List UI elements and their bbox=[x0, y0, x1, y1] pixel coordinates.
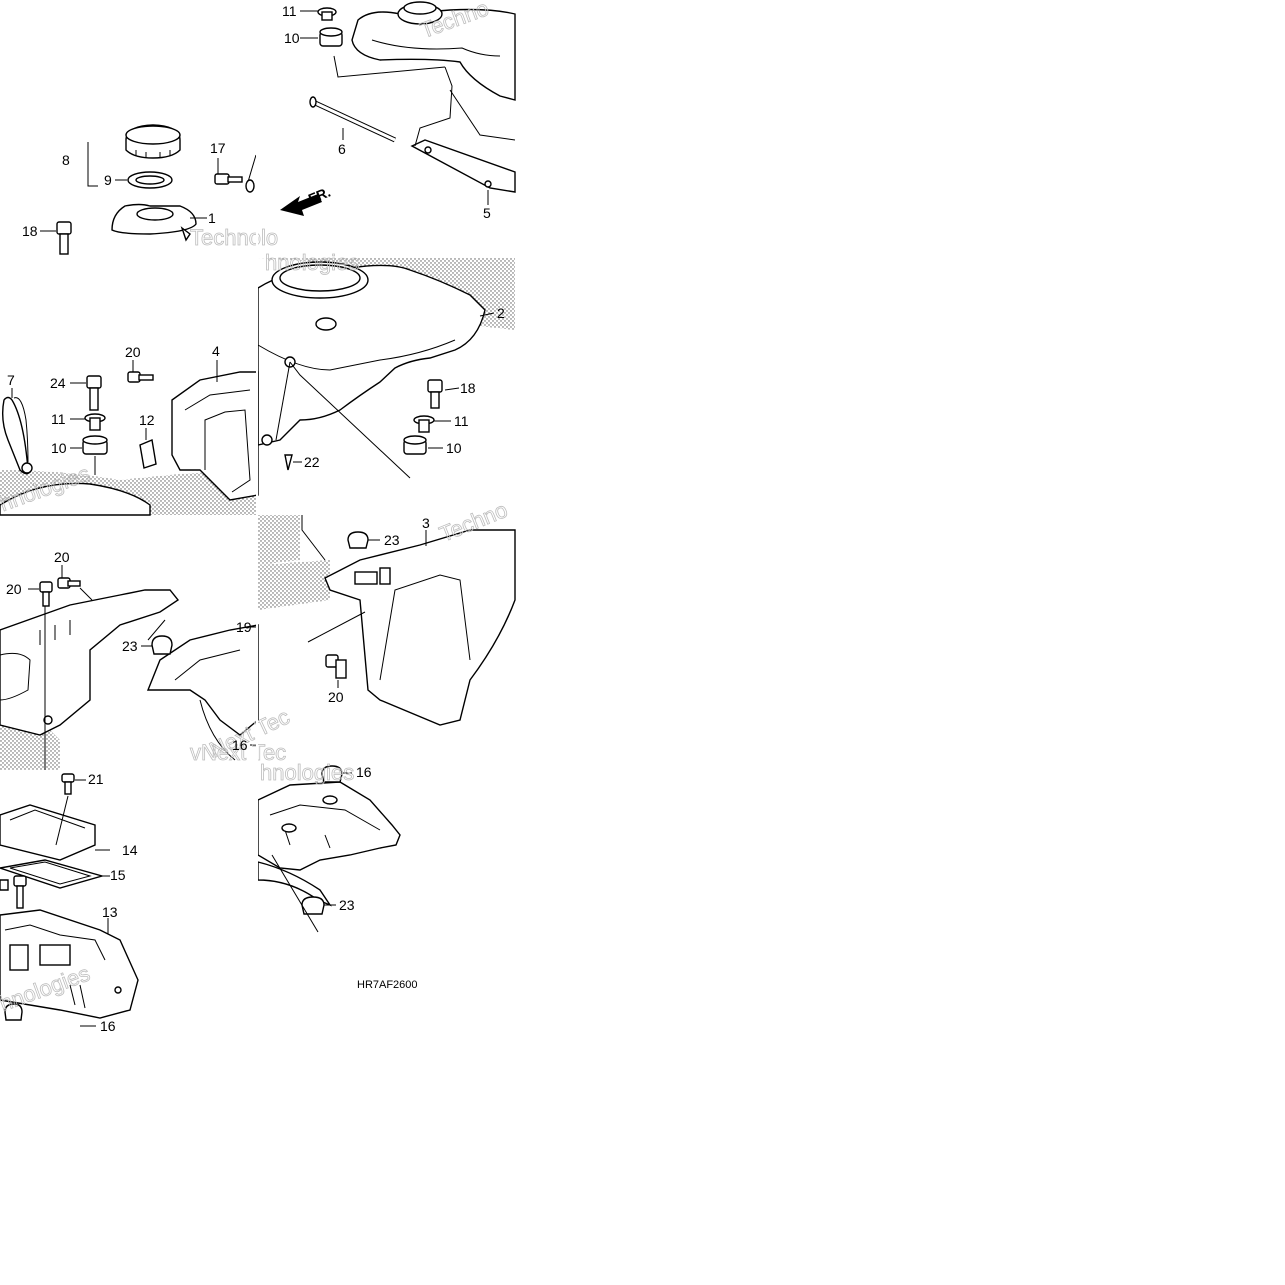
panel-tank-top: FR. Techno bbox=[280, 0, 516, 216]
callout-20: 20 bbox=[54, 549, 70, 565]
clip-22 bbox=[284, 454, 293, 471]
callout-6: 6 bbox=[338, 141, 346, 157]
watermark: hnologies bbox=[260, 760, 354, 785]
bolt-20-c bbox=[57, 577, 81, 589]
panel-tray: hnologies bbox=[257, 760, 401, 933]
callout-16: 16 bbox=[232, 737, 248, 753]
callout-12: 12 bbox=[139, 412, 155, 428]
front-marker: FR. bbox=[306, 184, 333, 207]
callout-23: 23 bbox=[384, 532, 400, 548]
grommet-16-left bbox=[4, 1003, 23, 1021]
callout-9: 9 bbox=[104, 172, 112, 188]
callout-21: 21 bbox=[88, 771, 104, 787]
bracket-23 bbox=[146, 624, 259, 761]
callout-10: 10 bbox=[51, 440, 67, 456]
diagram-code: HR7AF2600 bbox=[357, 979, 418, 991]
collar-11-left bbox=[84, 413, 106, 431]
callout-4: 4 bbox=[212, 343, 220, 359]
fuel-cap-8 bbox=[125, 124, 181, 159]
cover-3 bbox=[324, 529, 516, 726]
box-13 bbox=[0, 909, 139, 1019]
callout-23: 23 bbox=[122, 638, 138, 654]
bolt-20-a bbox=[127, 371, 154, 383]
grommet-10-top bbox=[319, 27, 343, 47]
screw-21 bbox=[61, 773, 75, 795]
callout-10: 10 bbox=[446, 440, 462, 456]
grommet-10-right bbox=[403, 435, 427, 455]
bolt-box bbox=[13, 875, 27, 909]
callout-22: 22 bbox=[304, 454, 320, 470]
callout-15: 15 bbox=[110, 867, 126, 883]
front-arrow-icon bbox=[280, 194, 322, 216]
callout-2: 2 bbox=[497, 305, 505, 321]
bolt-20-d bbox=[325, 654, 347, 679]
callout-11: 11 bbox=[51, 411, 66, 427]
clip-12 bbox=[139, 439, 157, 469]
grommet-10-left bbox=[82, 435, 108, 455]
watermark: Technolo bbox=[190, 225, 278, 250]
grommet-23-top bbox=[347, 531, 369, 549]
collar-11-top bbox=[317, 7, 337, 21]
bolt-18-left bbox=[56, 221, 72, 255]
panel-cover-4: hnologies bbox=[0, 360, 259, 517]
callout-20: 20 bbox=[328, 689, 344, 705]
callout-20: 20 bbox=[6, 581, 22, 597]
seal-9 bbox=[127, 171, 173, 189]
callout-11: 11 bbox=[454, 413, 469, 429]
callout-8: 8 bbox=[62, 152, 70, 168]
watermark: hnologies bbox=[265, 250, 359, 275]
callout-1: 1 bbox=[208, 210, 216, 226]
callout-19: 19 bbox=[236, 619, 252, 635]
cover-4 bbox=[171, 371, 259, 501]
callout-16: 16 bbox=[356, 764, 372, 780]
collar-11-right bbox=[413, 415, 435, 433]
callout-18: 18 bbox=[460, 380, 476, 396]
bolt-24 bbox=[86, 375, 102, 411]
callout-10: 10 bbox=[284, 30, 300, 46]
callout-13: 13 bbox=[102, 904, 118, 920]
callout-20: 20 bbox=[125, 344, 141, 360]
callout-7: 7 bbox=[7, 372, 15, 388]
callout-11: 11 bbox=[282, 3, 297, 19]
stay-frame bbox=[0, 589, 180, 736]
bolt-20-b bbox=[39, 581, 53, 607]
callout-23: 23 bbox=[339, 897, 355, 913]
callout-18: 18 bbox=[22, 223, 38, 239]
lid-14 bbox=[0, 804, 96, 861]
callout-3: 3 bbox=[422, 515, 430, 531]
rod-6 bbox=[309, 96, 397, 143]
callout-14: 14 bbox=[122, 842, 138, 858]
callout-labels: 11 10 6 5 8 9 17 1 18 2 18 11 10 22 7 24… bbox=[6, 3, 505, 1034]
filler-neck-1 bbox=[111, 203, 197, 242]
grommet-16-right bbox=[321, 765, 343, 783]
callout-16: 16 bbox=[100, 1018, 116, 1034]
panel-box: hnologies bbox=[0, 773, 139, 1027]
panel-filler: Technolo bbox=[40, 124, 278, 255]
panel-cover-3: Techno bbox=[258, 497, 516, 726]
watermark: vNext Tec bbox=[190, 740, 286, 765]
callout-24: 24 bbox=[50, 375, 66, 391]
panel-stay: vNext Tec Next Tec bbox=[0, 565, 294, 770]
bolt-17 bbox=[214, 173, 243, 185]
callout-5: 5 bbox=[483, 205, 491, 221]
panel-tank: hnologies bbox=[257, 250, 515, 479]
callout-17: 17 bbox=[210, 140, 226, 156]
bolt-18-right bbox=[427, 379, 443, 409]
tray bbox=[257, 781, 401, 907]
